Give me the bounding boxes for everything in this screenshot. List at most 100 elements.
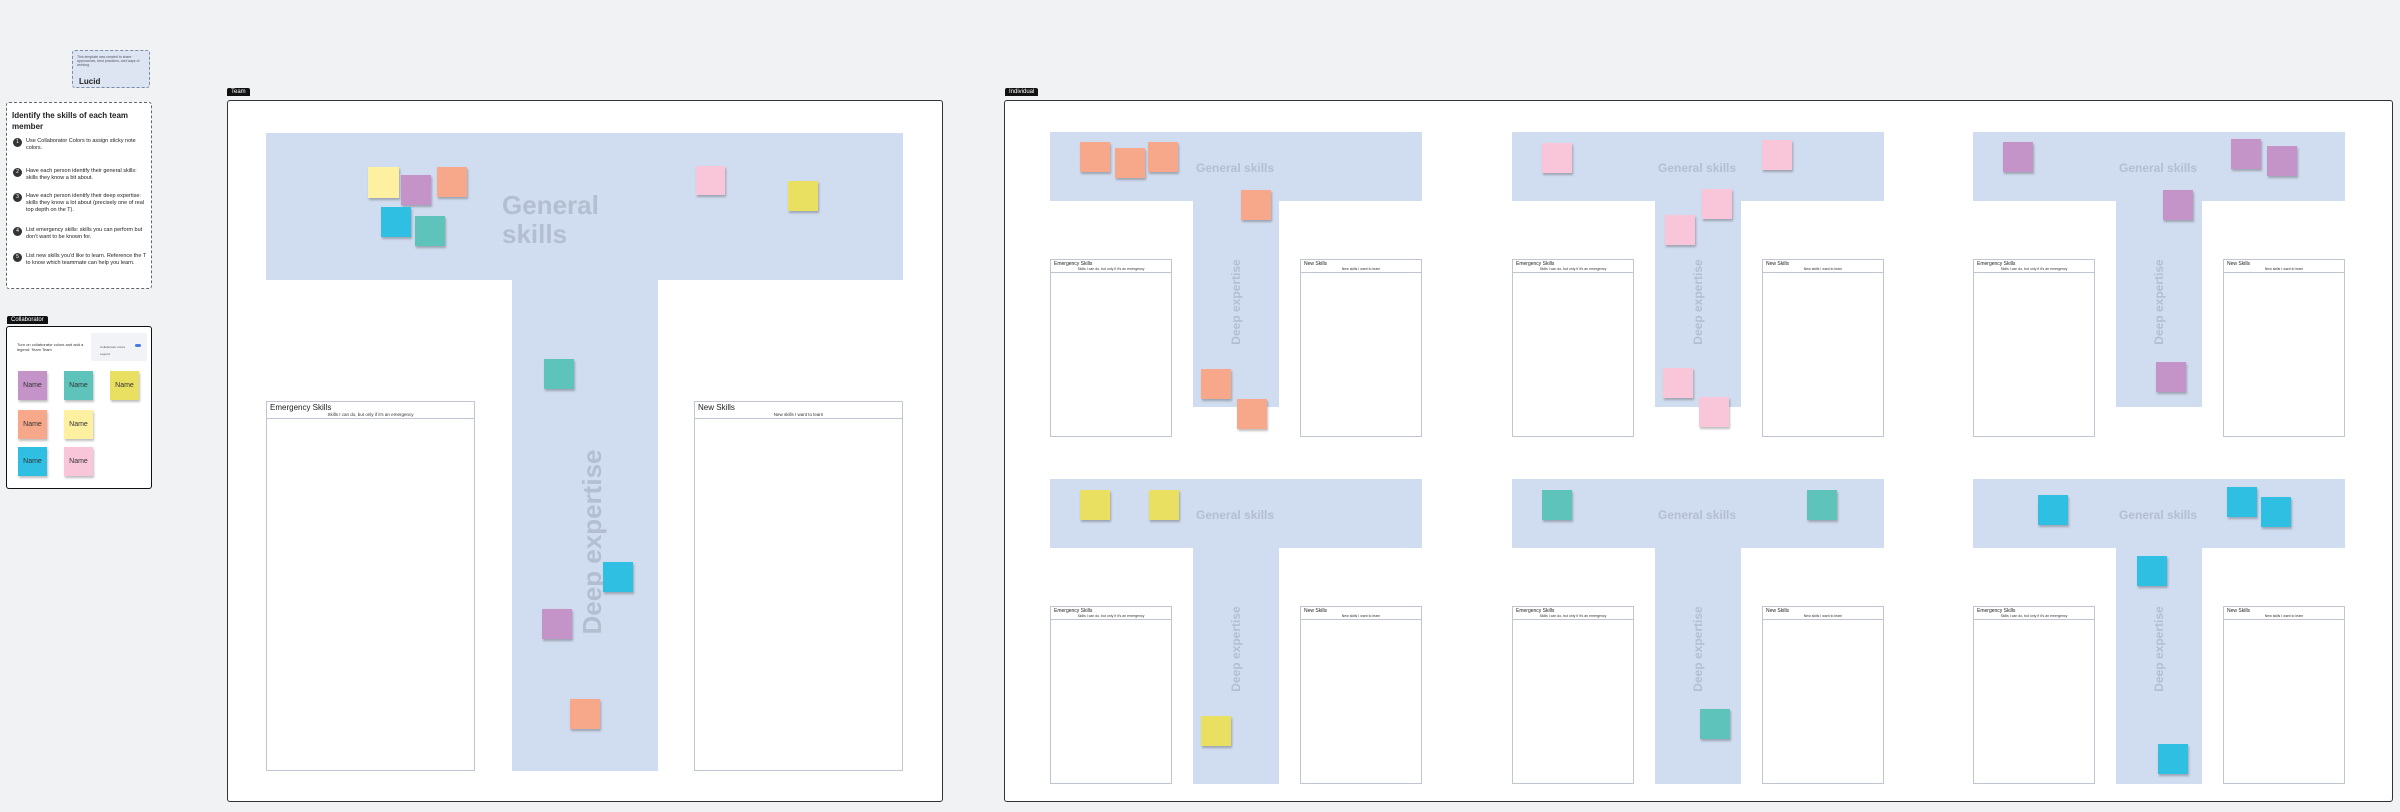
emergency-header: Emergency Skills Skills I can do, but on… bbox=[1974, 260, 2094, 273]
new-box: New Skills New skills I want to learn bbox=[2223, 259, 2345, 437]
sticky-note[interactable] bbox=[2231, 139, 2261, 169]
new-subtitle: New skills I want to learn bbox=[1803, 614, 1843, 618]
sticky-note[interactable] bbox=[1237, 399, 1267, 429]
sticky-note[interactable] bbox=[603, 562, 633, 592]
emergency-header: Emergency Skills Skills I can do, but on… bbox=[267, 402, 474, 419]
sticky-note[interactable] bbox=[2156, 362, 2186, 392]
sticky-note[interactable] bbox=[2261, 497, 2291, 527]
new-subtitle: New skills I want to learn bbox=[1803, 267, 1843, 271]
legend-note[interactable]: Name bbox=[18, 371, 47, 400]
sticky-note[interactable] bbox=[437, 167, 467, 197]
emergency-title: Emergency Skills bbox=[1054, 261, 1093, 267]
sticky-note[interactable] bbox=[1762, 140, 1792, 170]
sticky-note[interactable] bbox=[1663, 368, 1693, 398]
sticky-note[interactable] bbox=[1665, 215, 1695, 245]
sticky-note[interactable] bbox=[1700, 709, 1730, 739]
new-title: New Skills bbox=[1766, 608, 1790, 614]
emergency-subtitle: Skills I can do, but only if it's an eme… bbox=[1077, 614, 1145, 618]
collaborator-panel-text: Turn on collaborator colors and add a le… bbox=[17, 342, 84, 352]
instructions-panel: Identify the skills of each team member … bbox=[6, 102, 152, 289]
legend-note[interactable]: Name bbox=[18, 447, 47, 476]
sticky-note[interactable] bbox=[1241, 190, 1271, 220]
step-number: 2 bbox=[13, 168, 22, 177]
emergency-title: Emergency Skills bbox=[1977, 608, 2016, 614]
mini-panel-label-b: Legend bbox=[100, 352, 111, 356]
lucid-logo-text: Lucid bbox=[79, 77, 101, 86]
new-title: New Skills bbox=[2227, 608, 2251, 614]
sticky-note[interactable] bbox=[1148, 142, 1178, 172]
sticky-note[interactable] bbox=[1201, 716, 1231, 746]
general-label: General skills bbox=[1196, 161, 1275, 175]
instruction-step: 5 List new skills you'd like to learn. R… bbox=[13, 253, 149, 267]
logo-card: This template was created to share appro… bbox=[72, 50, 150, 88]
new-subtitle: New skills I want to learn bbox=[2264, 267, 2304, 271]
new-header: New Skills New skills I want to learn bbox=[1763, 260, 1883, 273]
sticky-note[interactable] bbox=[788, 181, 818, 211]
general-label: General skills bbox=[2119, 161, 2198, 175]
emergency-box: Emergency Skills Skills I can do, but on… bbox=[1050, 606, 1172, 784]
sticky-note[interactable] bbox=[381, 207, 411, 237]
instruction-step: 1 Use Collaborator Colors to assign stic… bbox=[13, 138, 149, 152]
sticky-note[interactable] bbox=[415, 216, 445, 246]
legend-note[interactable]: Name bbox=[110, 371, 139, 400]
team-new-box: New Skills New skills I want to learn bbox=[694, 401, 903, 771]
emergency-title: Emergency Skills bbox=[1054, 608, 1093, 614]
sticky-note[interactable] bbox=[1542, 490, 1572, 520]
sticky-note[interactable] bbox=[1702, 189, 1732, 219]
sticky-note[interactable] bbox=[1542, 143, 1572, 173]
sticky-note[interactable] bbox=[1080, 490, 1110, 520]
new-subtitle: New skills I want to learn bbox=[1341, 614, 1381, 618]
legend-note-label: Name bbox=[69, 421, 88, 428]
mini-toggle[interactable] bbox=[135, 344, 141, 347]
legend-note-label: Name bbox=[115, 382, 134, 389]
emergency-title: Emergency Skills bbox=[1516, 261, 1555, 267]
new-title: New Skills bbox=[1304, 261, 1328, 267]
sticky-note[interactable] bbox=[2158, 744, 2188, 774]
legend-note[interactable]: Name bbox=[64, 447, 93, 476]
step-text: Have each person identify their general … bbox=[26, 168, 137, 181]
emergency-box: Emergency Skills Skills I can do, but on… bbox=[1512, 259, 1634, 437]
emergency-title: Emergency Skills bbox=[1516, 608, 1555, 614]
step-number: 1 bbox=[13, 138, 22, 147]
team-deep-stem bbox=[512, 280, 658, 771]
new-subtitle: New skills I want to learn bbox=[2264, 614, 2304, 618]
sticky-note[interactable] bbox=[368, 167, 399, 198]
legend-note[interactable]: Name bbox=[64, 371, 93, 400]
deep-label: Deep expertise bbox=[2152, 606, 2166, 692]
new-header: New Skills New skills I want to learn bbox=[2224, 260, 2344, 273]
emergency-subtitle: Skills I can do, but only if it's an eme… bbox=[327, 412, 414, 417]
collaborator-tag: Collaborator bbox=[7, 316, 48, 324]
emergency-box: Emergency Skills Skills I can do, but on… bbox=[1050, 259, 1172, 437]
sticky-note[interactable] bbox=[1149, 490, 1179, 520]
sticky-note[interactable] bbox=[401, 175, 431, 205]
legend-note[interactable]: Name bbox=[18, 410, 47, 439]
emergency-header: Emergency Skills Skills I can do, but on… bbox=[1051, 260, 1171, 273]
sticky-note[interactable] bbox=[1699, 397, 1729, 427]
step-text: Use Collaborator Colors to assign sticky… bbox=[26, 138, 136, 151]
sticky-note[interactable] bbox=[1080, 142, 1110, 172]
new-title: New Skills bbox=[1304, 608, 1328, 614]
sticky-note[interactable] bbox=[1115, 148, 1145, 178]
sticky-note[interactable] bbox=[1201, 369, 1231, 399]
sticky-note[interactable] bbox=[2267, 146, 2297, 176]
instructions-title: Identify the skills of each team member bbox=[12, 111, 129, 131]
sticky-note[interactable] bbox=[570, 699, 600, 729]
sticky-note[interactable] bbox=[2003, 142, 2033, 172]
sticky-note[interactable] bbox=[2137, 556, 2167, 586]
sticky-note[interactable] bbox=[2163, 190, 2193, 220]
sticky-note[interactable] bbox=[1807, 490, 1837, 520]
sticky-note[interactable] bbox=[2038, 495, 2068, 525]
new-title: New Skills bbox=[1766, 261, 1790, 267]
legend-note[interactable]: Name bbox=[64, 410, 93, 439]
emergency-box: Emergency Skills Skills I can do, but on… bbox=[1512, 606, 1634, 784]
step-number: 5 bbox=[13, 253, 22, 262]
sticky-note[interactable] bbox=[696, 166, 725, 195]
sticky-note[interactable] bbox=[2227, 487, 2257, 517]
lucid-logo: Lucid bbox=[79, 77, 100, 86]
new-title: New Skills bbox=[698, 403, 735, 412]
new-subtitle: New skills I want to learn bbox=[1341, 267, 1381, 271]
sticky-note[interactable] bbox=[544, 359, 574, 389]
sticky-note[interactable] bbox=[542, 609, 572, 639]
mini-panel-label-a: Collaborator colors bbox=[100, 345, 126, 349]
collaborator-mini-panel: Collaborator colors Legend bbox=[91, 333, 147, 361]
